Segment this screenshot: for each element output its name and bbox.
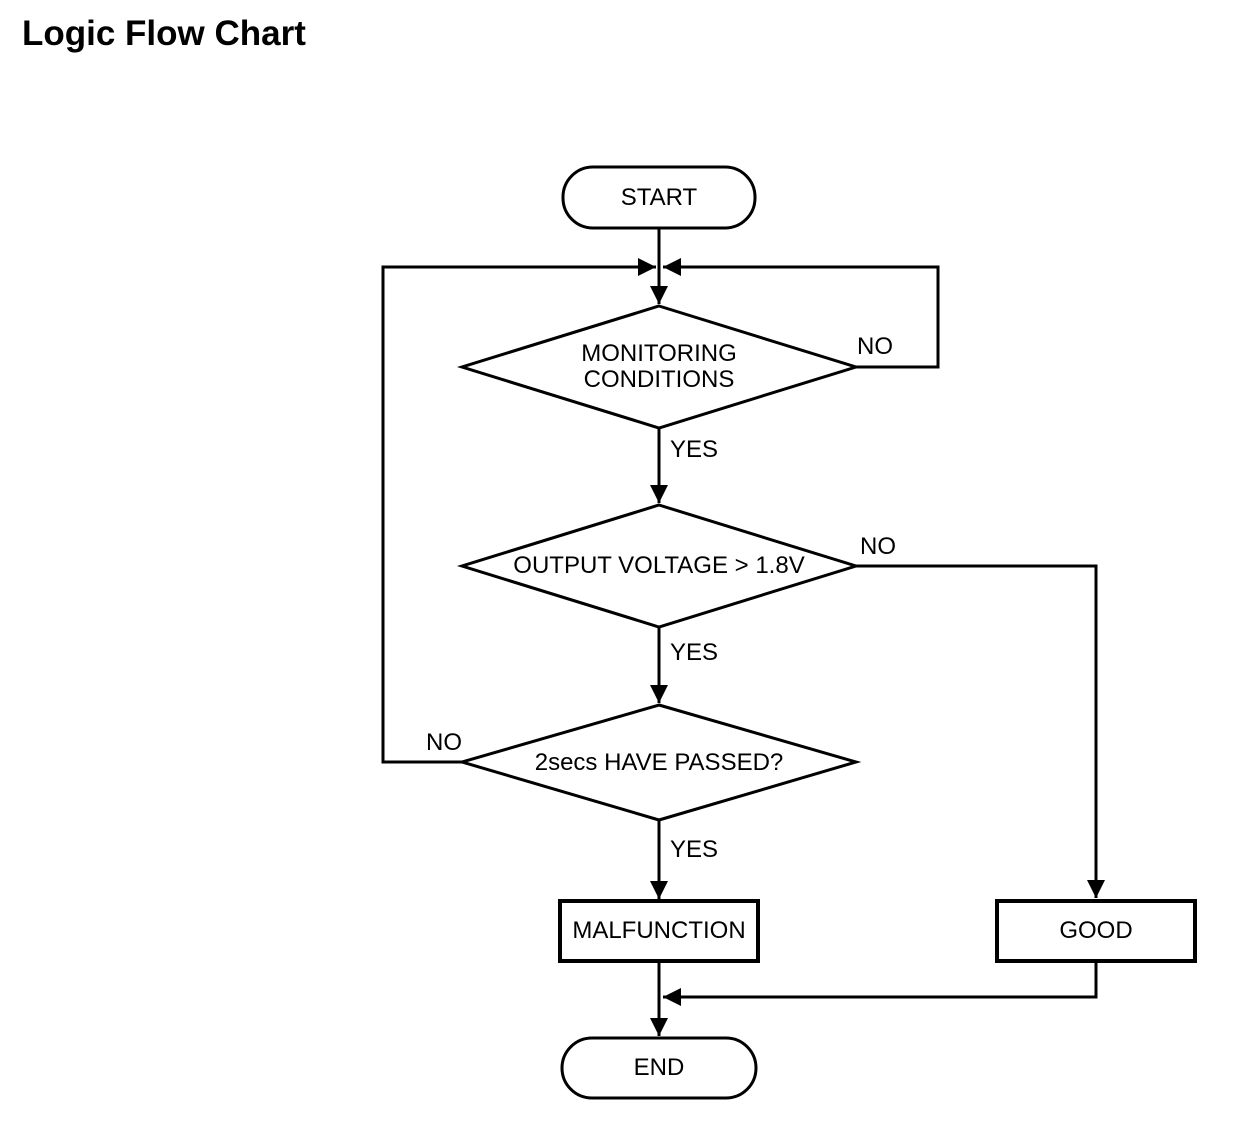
malfunction-process-shape (558, 899, 760, 963)
monitoring-node-label-line1: MONITORING (581, 340, 737, 367)
monitoring-no-label: NO (857, 333, 893, 360)
decision-monitoring-shape (456, 304, 862, 430)
end-terminal-shape (560, 1036, 758, 1100)
end-node-label: END (633, 1054, 685, 1081)
page-title: Logic Flow Chart (22, 14, 306, 53)
start-node-label: START (620, 183, 698, 211)
good-process-shape (995, 899, 1197, 963)
timer-no-label: NO (426, 729, 462, 756)
timer-yes-label: YES (670, 836, 719, 863)
monitoring-node-label: MONITORING CONDITIONS (462, 306, 856, 428)
voltage-no-label: NO (860, 533, 896, 560)
good-node-label: GOOD (1059, 917, 1133, 944)
voltage-yes-label: YES (670, 639, 719, 666)
edge-voltage-no-to-good (856, 564, 1105, 898)
edge-monitoring-no-loop (663, 258, 940, 369)
voltage-node-label: OUTPUT VOLTAGE > 1.8V (513, 552, 805, 579)
edge-timer-no-loop (381, 258, 656, 764)
start-terminal-shape (561, 165, 757, 230)
malfunction-node-label: MALFUNCTION (572, 917, 746, 944)
monitoring-node-label-line2: CONDITIONS (583, 366, 735, 393)
decision-voltage-shape (456, 503, 862, 629)
monitoring-yes-label: YES (670, 436, 719, 463)
timer-node-label: 2secs HAVE PASSED? (534, 748, 784, 776)
decision-timer-shape (456, 703, 862, 822)
edge-good-to-merge (663, 961, 1098, 1006)
